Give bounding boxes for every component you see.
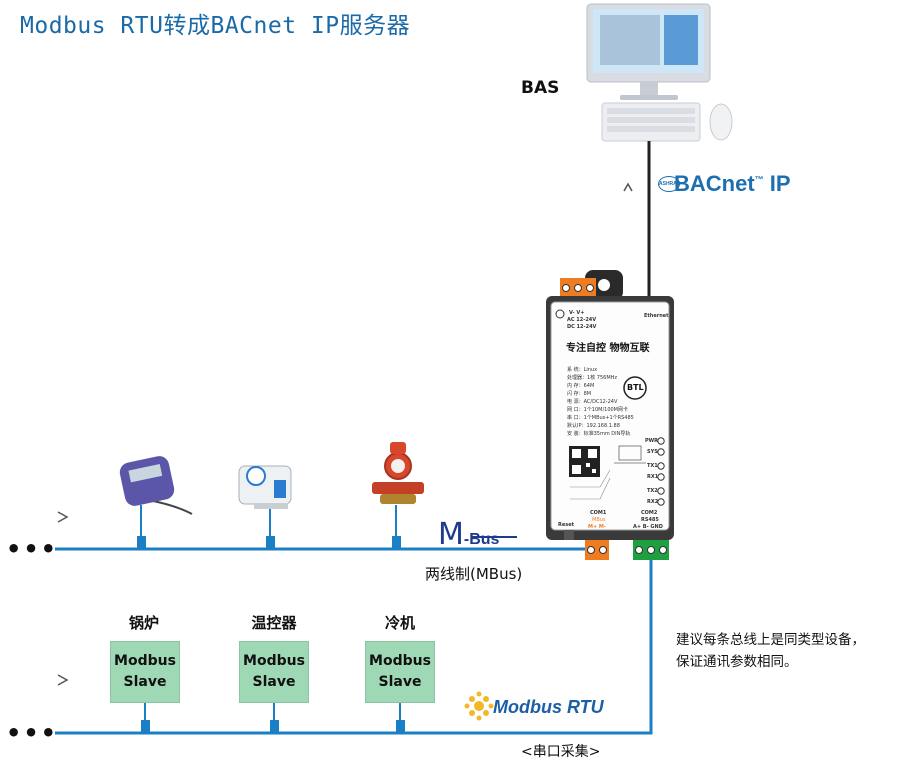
spec-line: 网 口：1个10M/100M网卡 xyxy=(567,407,628,413)
spec-line: 安 装：标准35mm DIN导轨 xyxy=(567,431,631,437)
spec-line: 电 源：AC/DC12-24V xyxy=(567,399,618,405)
modbus-logo-icon xyxy=(464,691,494,721)
water-meter-smart-icon xyxy=(238,465,292,537)
btl-logo: BTL xyxy=(627,383,644,392)
gateway-device xyxy=(546,270,674,540)
slave-title-chiller: 冷机 xyxy=(384,614,415,632)
led-rx2: RX2 xyxy=(647,499,659,505)
bus-note: 建议每条总线上是同类型设备， 保证通讯参数相同。 xyxy=(676,632,865,670)
led-sys: SYS xyxy=(647,449,658,455)
spec-line: 闪 存：8M xyxy=(567,391,592,397)
power-ac: AC 12-24V xyxy=(567,317,597,323)
power-dc: DC 12-24V xyxy=(567,324,597,330)
ashrae-badge: ASHRAE xyxy=(658,176,680,192)
com1-terminal xyxy=(585,540,609,560)
slave-title-thermostat: 温控器 xyxy=(251,614,297,632)
spec-line: 处理器：1核 756MHz xyxy=(567,375,618,381)
mbus-logo: M-Bus xyxy=(438,517,500,552)
gateway-slogan: 专注自控 物物互联 xyxy=(566,343,650,354)
two-wire-label: 两线制(MBus) xyxy=(425,565,523,583)
com2-sub-label: RS485 xyxy=(641,517,659,523)
com1-label: COM1 xyxy=(590,510,607,516)
page-title: Modbus RTU转成BACnet IP服务器 xyxy=(20,13,411,39)
spec-line: 串 口：1个MBus+1个RS485 xyxy=(567,415,634,421)
arrow-right-icon xyxy=(57,511,69,523)
com1-sub-label: MBus xyxy=(592,517,606,523)
arrow-right-icon xyxy=(57,674,69,686)
water-meter-brass-icon xyxy=(372,442,424,537)
up-arrow-icon xyxy=(623,182,633,192)
reset-label: Reset xyxy=(558,522,574,528)
modbus-rtu-logo: Modbus RTU xyxy=(493,697,604,717)
led-tx1: TX1 xyxy=(647,463,658,469)
heat-meter-icon xyxy=(119,456,193,537)
slave-title-boiler: 锅炉 xyxy=(128,614,159,632)
bas-label: BAS xyxy=(521,78,560,98)
gateway-spec-list: 系 统：Linux 处理器：1核 756MHz 内 存：64M 闪 存：8M 电… xyxy=(567,366,634,438)
more-devices-mbus: ••• xyxy=(6,535,59,563)
led-tx2: TX2 xyxy=(647,488,658,494)
serial-collection-label: <串口采集> xyxy=(521,744,601,760)
more-devices-rs485: ••• xyxy=(6,719,59,747)
com2-label: COM2 xyxy=(641,510,658,516)
spec-line: 默认IP：192.168.1.88 xyxy=(567,423,620,429)
spec-line: 内 存：64M xyxy=(567,383,595,389)
com1-pins: M+ M- xyxy=(588,524,606,530)
com2-pins: A+ B- GND xyxy=(633,524,663,530)
bacnet-ip-logo: ASHRAE BACnet™ IP xyxy=(658,171,791,196)
led-pwr: PWR xyxy=(645,438,659,444)
bas-computer-icon xyxy=(586,3,733,142)
spec-line: 系 统：Linux xyxy=(567,367,598,373)
power-label: V- V+ xyxy=(569,310,585,316)
com2-terminal xyxy=(633,540,669,560)
ethernet-port-label: Ethernet xyxy=(644,313,669,319)
rs485-line xyxy=(55,560,653,735)
led-rx1: RX1 xyxy=(647,474,659,480)
